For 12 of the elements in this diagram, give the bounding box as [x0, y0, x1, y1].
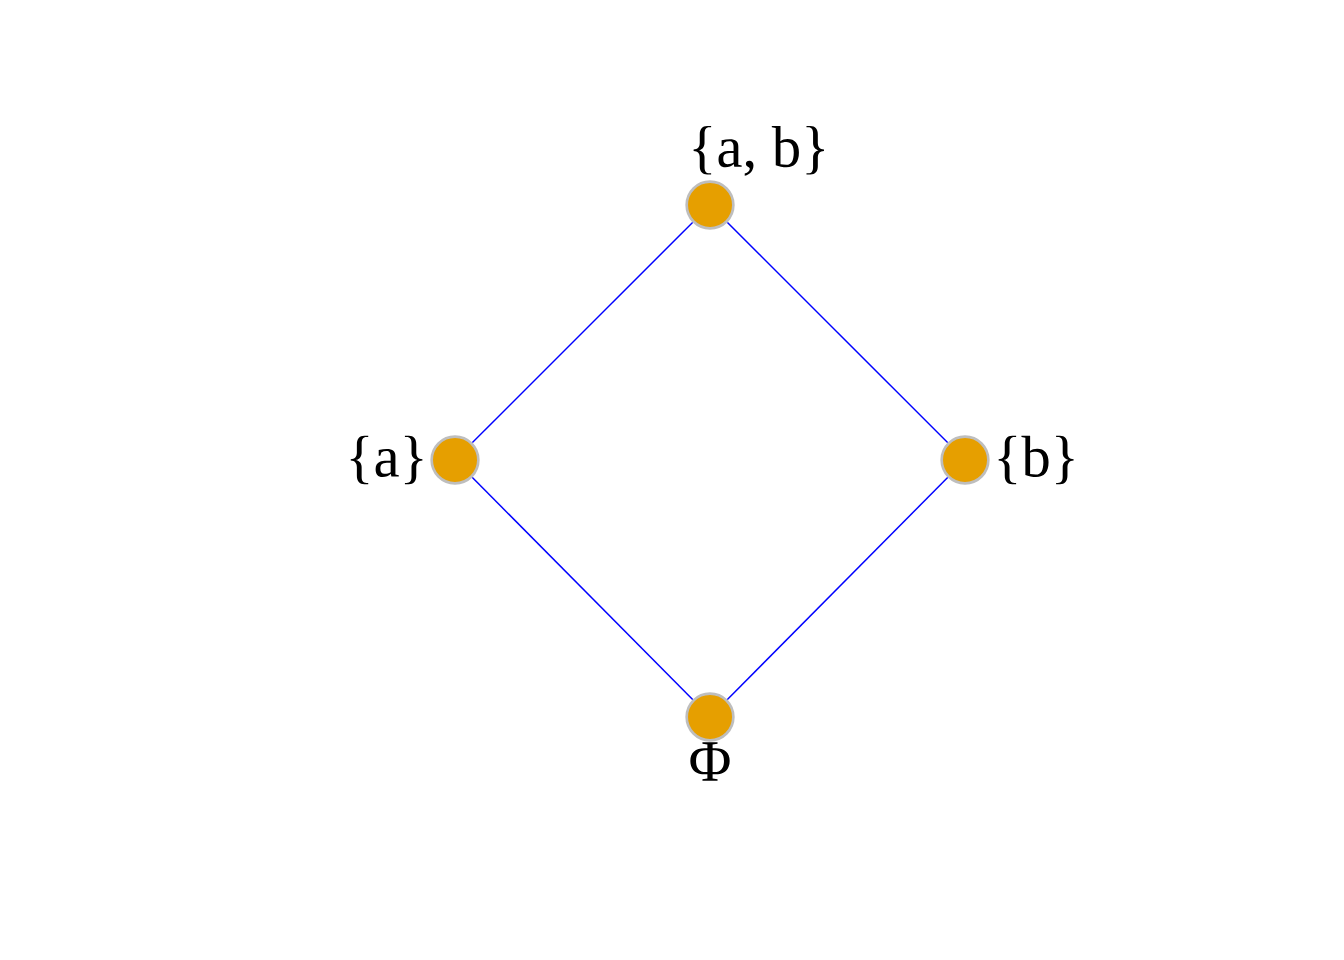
edge-line [471, 221, 694, 444]
vertex-label: {a, b} [693, 126, 824, 176]
edge-line [726, 476, 949, 701]
vertex-dot [940, 435, 990, 485]
vertex-dot [685, 692, 735, 742]
vertex-label: {b} [998, 435, 1074, 485]
vertex-dot [685, 180, 735, 230]
vertex-dot [430, 435, 480, 485]
edge-line [471, 476, 694, 701]
vertex-label: Φ [690, 742, 730, 781]
edge-line [726, 221, 949, 444]
vertex-label: {a} [350, 435, 423, 485]
